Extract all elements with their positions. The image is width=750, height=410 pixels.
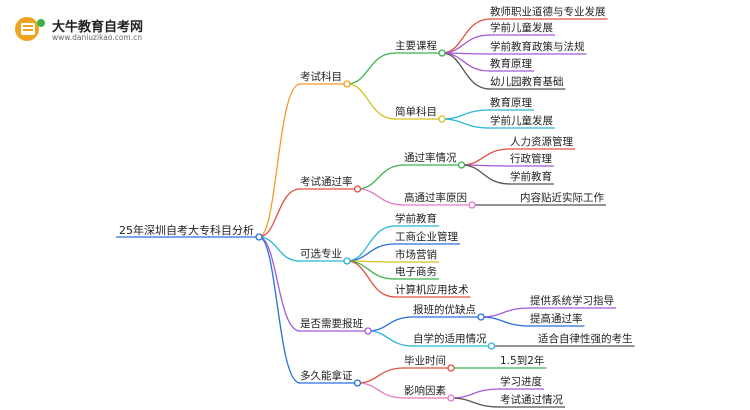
leaf-node[interactable]: 学前儿童发展 xyxy=(490,22,553,34)
leaf-node[interactable]: 学习进度 xyxy=(500,376,542,388)
leaf-node[interactable]: 幼儿园教育基础 xyxy=(490,76,564,88)
connector xyxy=(258,236,301,332)
leaf-node[interactable]: 学前教育政策与法规 xyxy=(490,41,585,53)
leaf-node[interactable]: 市场营销 xyxy=(395,249,437,261)
connector xyxy=(346,83,396,120)
leaf-node[interactable]: 计算机应用技术 xyxy=(395,284,469,296)
connector xyxy=(441,118,491,129)
leaf-node[interactable]: 内容贴近实际工作 xyxy=(520,192,604,204)
node-knob xyxy=(487,342,496,350)
leaf-node[interactable]: 行政管理 xyxy=(510,153,552,165)
connector xyxy=(441,52,491,90)
branch-node[interactable]: 可选专业 xyxy=(300,248,342,260)
connector xyxy=(357,382,405,399)
connector xyxy=(346,52,396,85)
node-knob xyxy=(477,313,485,321)
sub-node[interactable]: 自学的适用情况 xyxy=(413,333,487,345)
sub-node[interactable]: 报班的优缺点 xyxy=(413,304,476,316)
sub-node[interactable]: 简单科目 xyxy=(395,106,437,118)
connector xyxy=(441,109,491,120)
connector xyxy=(450,397,501,408)
connector xyxy=(258,236,301,384)
node-knob xyxy=(468,201,476,209)
node-knob xyxy=(447,364,455,372)
connector xyxy=(258,188,301,238)
connector xyxy=(357,188,405,206)
connector xyxy=(346,225,396,262)
leaf-node[interactable]: 提供系统学习指导 xyxy=(530,295,614,307)
branch-node[interactable]: 是否需要报班 xyxy=(300,318,363,330)
leaf-node[interactable]: 人力资源管理 xyxy=(510,136,573,148)
logo-title: 大牛教育自考网 xyxy=(52,20,144,35)
sub-node[interactable]: 通过率情况 xyxy=(404,152,457,164)
node-knob xyxy=(364,327,372,335)
node-knob xyxy=(447,394,455,402)
sub-node[interactable]: 高通过率原因 xyxy=(404,192,467,204)
connector xyxy=(346,260,396,298)
leaf-node[interactable]: 工商企业管理 xyxy=(395,231,458,243)
leaf-node[interactable]: 教师职业道德与专业发展 xyxy=(490,6,606,18)
connector xyxy=(367,330,414,347)
connector xyxy=(346,243,396,262)
node-knob xyxy=(255,233,263,241)
connector xyxy=(480,316,531,327)
branch-node[interactable]: 考试通过率 xyxy=(300,176,353,188)
connector xyxy=(461,164,511,185)
leaf-node[interactable]: 学前儿童发展 xyxy=(490,115,553,127)
branch-node[interactable]: 多久能拿证 xyxy=(300,370,353,382)
leaf-node[interactable]: 1.5到2年 xyxy=(500,355,545,367)
connector xyxy=(461,148,511,166)
connector xyxy=(441,52,491,72)
root-node[interactable]: 25年深圳自考大专科目分析 xyxy=(119,224,254,237)
connector xyxy=(258,83,301,238)
leaf-node[interactable]: 提高通过率 xyxy=(530,313,583,325)
leaf-node[interactable]: 学前教育 xyxy=(510,171,552,183)
sub-node[interactable]: 主要课程 xyxy=(395,40,437,52)
leaf-node[interactable]: 适合自律性强的考生 xyxy=(538,333,633,345)
node-knob xyxy=(343,80,351,88)
leaf-node[interactable]: 学前教育 xyxy=(395,213,437,225)
logo-icon xyxy=(14,14,48,44)
connector xyxy=(367,316,414,332)
logo-url: www.daniuzikao.com.cn xyxy=(52,33,142,42)
sub-node[interactable]: 影响因素 xyxy=(404,385,446,397)
node-knob xyxy=(438,49,446,57)
connector xyxy=(441,34,491,54)
connector xyxy=(480,307,531,318)
connector xyxy=(357,164,405,190)
leaf-node[interactable]: 教育原理 xyxy=(490,97,532,109)
node-knob xyxy=(353,185,362,193)
node-knob xyxy=(438,115,446,123)
connector xyxy=(258,236,301,262)
connector xyxy=(450,388,501,399)
leaf-node[interactable]: 教育原理 xyxy=(490,58,532,70)
node-knob xyxy=(457,161,466,169)
connector xyxy=(357,367,405,384)
node-knob xyxy=(343,257,351,265)
sub-node[interactable]: 毕业时间 xyxy=(404,355,446,367)
node-knob xyxy=(353,379,362,387)
leaf-node[interactable]: 电子商务 xyxy=(395,266,437,278)
branch-node[interactable]: 考试科目 xyxy=(300,71,342,83)
connector xyxy=(346,260,396,280)
leaf-node[interactable]: 考试通过情况 xyxy=(500,394,563,406)
